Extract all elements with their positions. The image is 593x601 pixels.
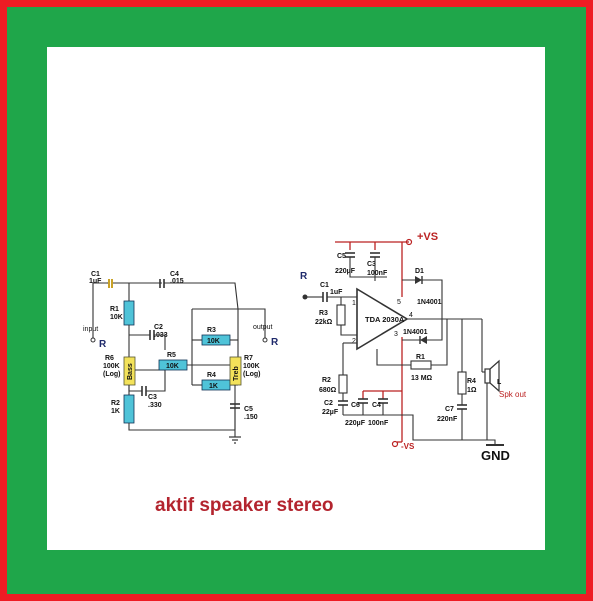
r3-value: 10K xyxy=(207,338,220,345)
amp-c7-name: C7 xyxy=(445,406,454,413)
r1-value: 10K xyxy=(110,314,123,321)
pin-5: 5 xyxy=(397,299,401,306)
amp-c6-name: C6 xyxy=(351,402,360,409)
amp-r3-value: 22kΩ xyxy=(315,319,333,326)
r5-name: R5 xyxy=(167,352,176,359)
tone-control-circuit: input R C1 1uF C4 .015 R1 10K C2 .033 Ba… xyxy=(83,271,279,444)
amp-r1-value: 13 MΩ xyxy=(411,375,433,382)
r4-name: R4 xyxy=(207,372,216,379)
c3-name: C3 xyxy=(148,394,157,401)
amp-c6-value: 220µF xyxy=(345,420,366,427)
r2-resistor xyxy=(123,394,135,424)
d2-diode xyxy=(420,336,427,344)
amp-r2-value: 680Ω xyxy=(319,387,337,394)
amp-channel-label: R xyxy=(300,271,308,282)
r3-name: R3 xyxy=(207,327,216,334)
r6-value: 100K xyxy=(103,363,120,370)
r6-name: R6 xyxy=(105,355,114,362)
pin-2: 2 xyxy=(352,338,356,345)
output-label: output xyxy=(253,324,273,331)
ground-label: GND xyxy=(481,448,510,463)
amp-d1-name: D1 xyxy=(415,268,424,275)
amp-c1-value: 1uF xyxy=(330,289,343,296)
amp-r3-name: R3 xyxy=(319,310,328,317)
input-wire xyxy=(92,282,107,338)
amp-c7-value: 220nF xyxy=(437,416,458,423)
amp-r2-resistor xyxy=(338,374,348,394)
treb-label: Treb xyxy=(233,366,240,381)
diagram-title: aktif speaker stereo xyxy=(155,495,334,516)
amp-c2-value: 22µF xyxy=(322,409,339,416)
c5-value: .150 xyxy=(244,414,258,421)
amp-r4-resistor xyxy=(457,371,467,395)
speaker-label: Spk out xyxy=(499,390,527,399)
channel-label-left: R xyxy=(99,339,107,350)
diagram-panel: input R C1 1uF C4 .015 R1 10K C2 .033 Ba… xyxy=(47,47,545,550)
amp-r3-resistor xyxy=(336,304,346,326)
speaker-name: L xyxy=(497,379,502,386)
amp-c3-value: 100nF xyxy=(367,270,388,277)
r1-resistor xyxy=(123,300,135,326)
negative-supply-terminal xyxy=(391,440,399,448)
r2-name: R2 xyxy=(111,400,120,407)
top-wire-right xyxy=(164,282,239,310)
amp-c5-name: C5 xyxy=(337,253,346,260)
amp-c3-name: C3 xyxy=(367,261,376,268)
d1-diode xyxy=(415,276,422,284)
amplifier-circuit: +VS C5 220µF C3 100nF D1 1N4001 R C1 1uF xyxy=(300,231,527,463)
amp-r1-resistor xyxy=(410,360,432,370)
tda2030a-ic xyxy=(356,287,409,351)
speaker-icon xyxy=(484,368,491,384)
positive-supply-terminal xyxy=(405,238,413,246)
r7-taper: (Log) xyxy=(243,371,261,378)
supply-pos-label: +VS xyxy=(417,231,438,243)
amp-c2-name: C2 xyxy=(324,400,333,407)
amp-c5-value: 220µF xyxy=(335,268,356,275)
amp-c1-name: C1 xyxy=(320,282,329,289)
schematic-canvas: input R C1 1uF C4 .015 R1 10K C2 .033 Ba… xyxy=(83,231,527,516)
input-label: input xyxy=(83,326,98,333)
channel-label-right: R xyxy=(271,337,279,348)
r7-value: 100K xyxy=(243,363,260,370)
amp-r4-value: 1Ω xyxy=(467,387,477,394)
pin-3: 3 xyxy=(394,331,398,338)
r1-name: R1 xyxy=(110,306,119,313)
amp-c4-name: C4 xyxy=(372,402,381,409)
c4-name: C4 xyxy=(170,271,179,278)
output-terminal xyxy=(262,337,268,343)
amp-c4-value: 100nF xyxy=(368,420,389,427)
bass-label: Bass xyxy=(127,363,134,380)
amp-d1-value: 1N4001 xyxy=(417,299,442,306)
r6-taper: (Log) xyxy=(103,371,121,378)
amp-r1-name: R1 xyxy=(416,354,425,361)
c1-capacitor xyxy=(108,279,110,288)
c4-value: .015 xyxy=(170,278,184,285)
supply-neg-label: -VS xyxy=(401,442,415,451)
amp-input-terminal xyxy=(302,294,308,300)
amp-r4-name: R4 xyxy=(467,378,476,385)
amp-r2-name: R2 xyxy=(322,377,331,384)
r2-value: 1K xyxy=(111,408,120,415)
c3-value: .330 xyxy=(148,402,162,409)
pin-4: 4 xyxy=(409,312,413,319)
r7-name: R7 xyxy=(244,355,253,362)
input-terminal xyxy=(90,337,96,343)
c5-name: C5 xyxy=(244,406,253,413)
c1-value: 1uF xyxy=(89,278,102,285)
ic-label: TDA 2030A xyxy=(365,315,405,324)
c1-name: C1 xyxy=(91,271,100,278)
amp-d2-value: 1N4001 xyxy=(403,329,428,336)
r4-value: 1K xyxy=(209,383,218,390)
c2-name: C2 xyxy=(154,324,163,331)
pin-1: 1 xyxy=(352,300,356,307)
r5-value: 10K xyxy=(166,363,179,370)
